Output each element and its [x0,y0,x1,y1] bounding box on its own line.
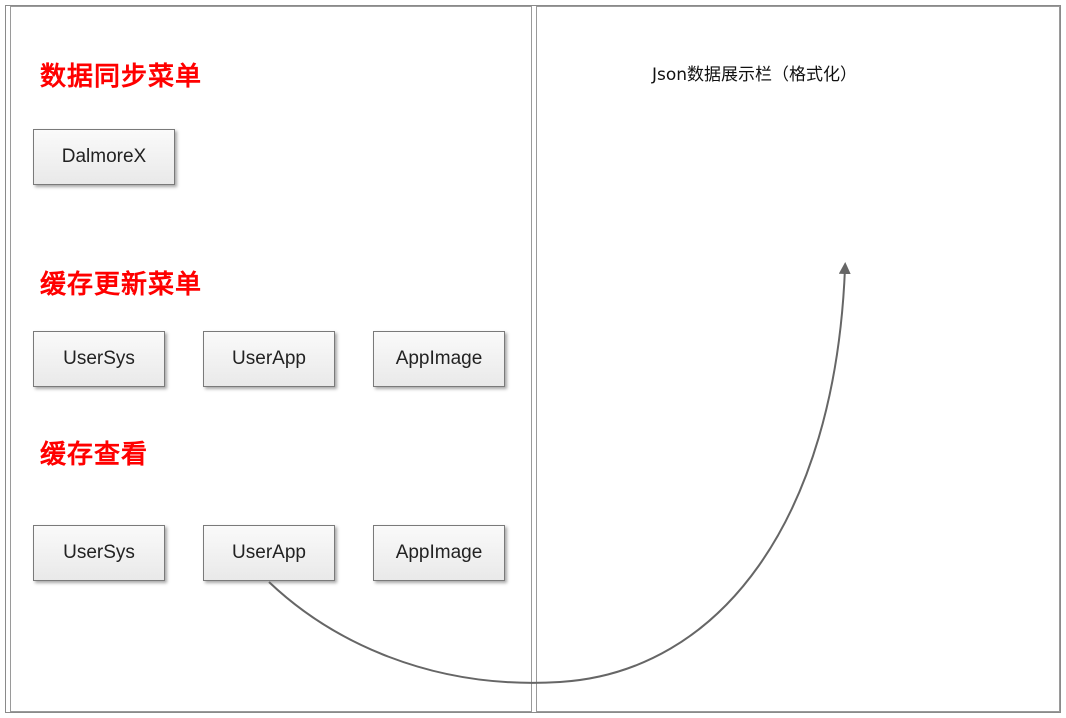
cache-update-appimage-button[interactable]: AppImage [373,331,505,387]
cache-update-menu-title: 缓存更新菜单 [40,270,203,300]
cache-update-usersys-button[interactable]: UserSys [33,331,165,387]
cache-update-userapp-button[interactable]: UserApp [203,331,335,387]
dalmorex-sync-button[interactable]: DalmoreX [33,129,175,185]
cache-view-title: 缓存查看 [40,440,149,470]
json-display-panel [536,6,1060,712]
sync-menu-title: 数据同步菜单 [40,62,203,92]
cache-view-usersys-button[interactable]: UserSys [33,525,165,581]
cache-view-userapp-button[interactable]: UserApp [203,525,335,581]
cache-view-appimage-button[interactable]: AppImage [373,525,505,581]
json-display-title: Json数据展示栏（格式化） [652,65,858,85]
outer-frame [5,5,1061,713]
